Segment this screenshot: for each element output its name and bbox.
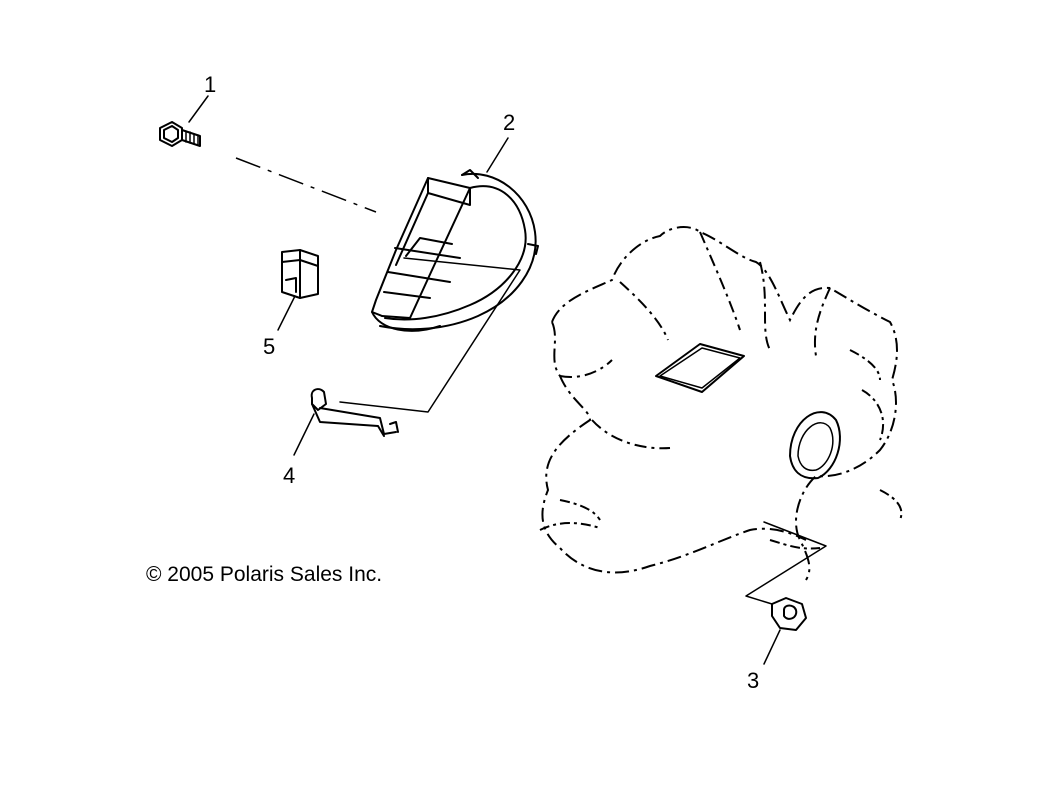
part-4-wire: [310, 388, 399, 437]
leader-line-5: [277, 295, 296, 331]
engine-housing: [539, 226, 903, 581]
part-3-nut: [771, 597, 807, 631]
alignment-line-cover: [339, 257, 521, 413]
copyright-notice: © 2005 Polaris Sales Inc.: [146, 563, 383, 586]
callout-1: 1: [204, 72, 216, 97]
leader-line-2: [486, 137, 509, 173]
alignment-line-nut: [745, 521, 827, 605]
leader-line-1: [188, 95, 209, 123]
part-5-grommet: [281, 249, 319, 299]
leader-line-3: [763, 629, 781, 665]
leader-line-4: [293, 413, 315, 456]
callout-2: 2: [503, 110, 515, 135]
part-2-cover: [371, 169, 539, 332]
callout-4: 4: [283, 463, 295, 488]
part-1-bolt: [159, 121, 201, 147]
callout-3: 3: [747, 668, 759, 693]
alignment-line-bolt: [235, 157, 377, 213]
callout-5: 5: [263, 334, 275, 359]
